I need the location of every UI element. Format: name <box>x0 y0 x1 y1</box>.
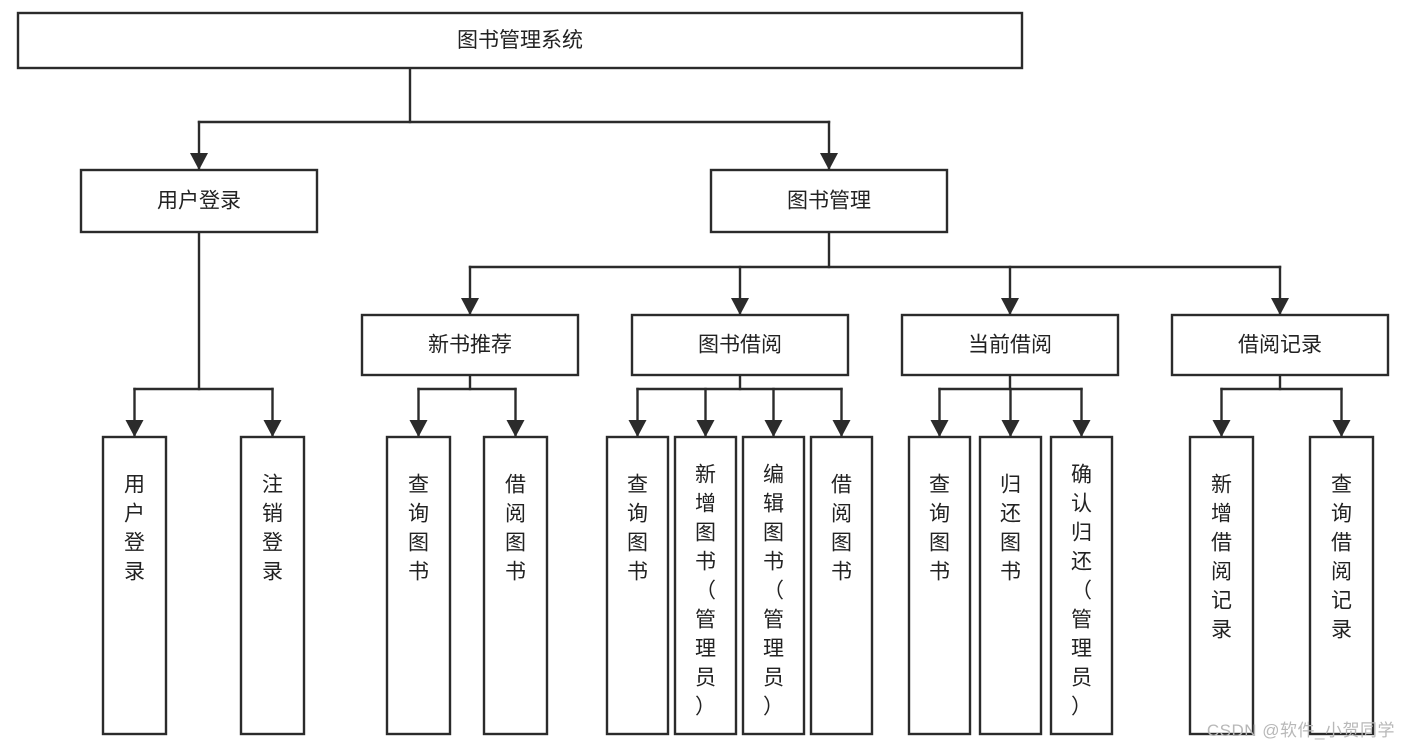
connector-group-new-book-recommend <box>409 373 525 438</box>
node-box-leaf-borrow-book-2 <box>809 435 874 736</box>
diagram-node-new-book-recommend[interactable]: 新书推荐 <box>360 313 580 377</box>
diagram-node-leaf-add-book[interactable]: 新增图书（管理员） <box>673 435 738 736</box>
diagram-node-borrow-records[interactable]: 借阅记录 <box>1170 313 1390 377</box>
connectors-layer <box>125 66 1351 438</box>
connector-arrowhead <box>731 298 749 315</box>
node-box-user-login <box>79 168 319 234</box>
connector-arrowhead <box>409 420 428 437</box>
connector-group-user-login <box>125 230 282 438</box>
connector-group-borrow-records <box>1212 373 1351 438</box>
diagram-node-leaf-confirm-return[interactable]: 确认归还（管理员） <box>1049 435 1114 736</box>
diagram-node-leaf-return-book[interactable]: 归还图书 <box>978 435 1043 736</box>
diagram-node-leaf-query-book-2[interactable]: 查询图书 <box>605 435 670 736</box>
nodes-layer: 图书管理系统用户登录图书管理新书推荐图书借阅当前借阅借阅记录用户登录注销登录查询… <box>16 11 1390 736</box>
diagram-node-book-borrow[interactable]: 图书借阅 <box>630 313 850 377</box>
diagram-node-leaf-borrow-book-2[interactable]: 借阅图书 <box>809 435 874 736</box>
connector-arrowhead <box>696 420 715 437</box>
node-box-leaf-borrow-book-1 <box>482 435 549 736</box>
connector-arrowhead <box>1001 298 1019 315</box>
diagram-node-leaf-query-book-1[interactable]: 查询图书 <box>385 435 452 736</box>
connector-arrowhead <box>1212 420 1231 437</box>
diagram-node-user-login[interactable]: 用户登录 <box>79 168 319 234</box>
node-box-leaf-edit-book <box>741 435 806 736</box>
connector-arrowhead <box>1072 420 1091 437</box>
node-label-leaf-query-book-3: 查询图书 <box>929 474 950 584</box>
connector-group-book-management <box>461 230 1289 316</box>
node-box-borrow-records <box>1170 313 1390 377</box>
node-box-leaf-add-book <box>673 435 738 736</box>
diagram-node-leaf-query-borrow-record[interactable]: 查询借阅记录 <box>1308 435 1375 736</box>
node-label-user-login: 用户登录 <box>157 190 241 213</box>
node-box-leaf-add-borrow-record <box>1188 435 1255 736</box>
node-label-leaf-query-book-2: 查询图书 <box>627 474 648 584</box>
node-label-leaf-edit-book: 编辑图书（管理员） <box>763 464 784 719</box>
node-box-leaf-query-book-3 <box>907 435 972 736</box>
node-box-current-borrow <box>900 313 1120 377</box>
node-box-leaf-query-borrow-record <box>1308 435 1375 736</box>
connector-arrowhead <box>820 153 838 170</box>
node-label-leaf-add-borrow-record: 新增借阅记录 <box>1211 474 1232 642</box>
node-label-leaf-user-login: 用户登录 <box>124 474 145 584</box>
node-label-book-management: 图书管理 <box>787 190 871 213</box>
node-box-leaf-logout <box>239 435 306 736</box>
connector-arrowhead <box>190 153 208 170</box>
diagram-node-leaf-logout[interactable]: 注销登录 <box>239 435 306 736</box>
node-label-borrow-records: 借阅记录 <box>1238 334 1322 357</box>
connector-arrowhead <box>1271 298 1289 315</box>
node-box-leaf-user-login <box>101 435 168 736</box>
node-box-new-book-recommend <box>360 313 580 377</box>
connector-arrowhead <box>506 420 525 437</box>
diagram-node-current-borrow[interactable]: 当前借阅 <box>900 313 1120 377</box>
diagram-node-leaf-edit-book[interactable]: 编辑图书（管理员） <box>741 435 806 736</box>
diagram-node-root[interactable]: 图书管理系统 <box>16 11 1024 70</box>
connector-arrowhead <box>461 298 479 315</box>
diagram-node-leaf-borrow-book-1[interactable]: 借阅图书 <box>482 435 549 736</box>
node-box-book-management <box>709 168 949 234</box>
node-label-leaf-query-book-1: 查询图书 <box>408 474 429 584</box>
connector-group-book-borrow <box>628 373 851 438</box>
node-label-book-borrow: 图书借阅 <box>698 334 782 357</box>
node-label-new-book-recommend: 新书推荐 <box>428 334 512 357</box>
diagram-node-book-management[interactable]: 图书管理 <box>709 168 949 234</box>
csdn-watermark: CSDN @软件_小贺同学 <box>1206 721 1395 740</box>
connector-arrowhead <box>1001 420 1020 437</box>
node-label-leaf-borrow-book-1: 借阅图书 <box>505 474 526 584</box>
node-box-leaf-query-book-1 <box>385 435 452 736</box>
connector-arrowhead <box>930 420 949 437</box>
connector-arrowhead <box>125 420 144 437</box>
node-label-leaf-logout: 注销登录 <box>262 474 283 584</box>
connector-arrowhead <box>628 420 647 437</box>
node-label-root: 图书管理系统 <box>457 29 583 52</box>
diagram-node-leaf-add-borrow-record[interactable]: 新增借阅记录 <box>1188 435 1255 736</box>
node-box-leaf-return-book <box>978 435 1043 736</box>
connector-arrowhead <box>263 420 282 437</box>
connector-group-root <box>190 66 838 171</box>
node-label-leaf-return-book: 归还图书 <box>1000 474 1021 584</box>
connector-arrowhead <box>764 420 783 437</box>
node-box-book-borrow <box>630 313 850 377</box>
node-label-leaf-borrow-book-2: 借阅图书 <box>831 474 852 584</box>
node-label-leaf-confirm-return: 确认归还（管理员） <box>1071 464 1092 719</box>
node-box-root <box>16 11 1024 70</box>
node-label-leaf-add-book: 新增图书（管理员） <box>695 464 716 719</box>
node-label-leaf-query-borrow-record: 查询借阅记录 <box>1331 474 1352 642</box>
diagram-node-leaf-user-login[interactable]: 用户登录 <box>101 435 168 736</box>
node-box-leaf-query-book-2 <box>605 435 670 736</box>
connector-arrowhead <box>832 420 851 437</box>
connector-group-current-borrow <box>930 373 1091 438</box>
diagram-node-leaf-query-book-3[interactable]: 查询图书 <box>907 435 972 736</box>
node-label-current-borrow: 当前借阅 <box>968 334 1052 357</box>
node-box-leaf-confirm-return <box>1049 435 1114 736</box>
connector-arrowhead <box>1332 420 1351 437</box>
